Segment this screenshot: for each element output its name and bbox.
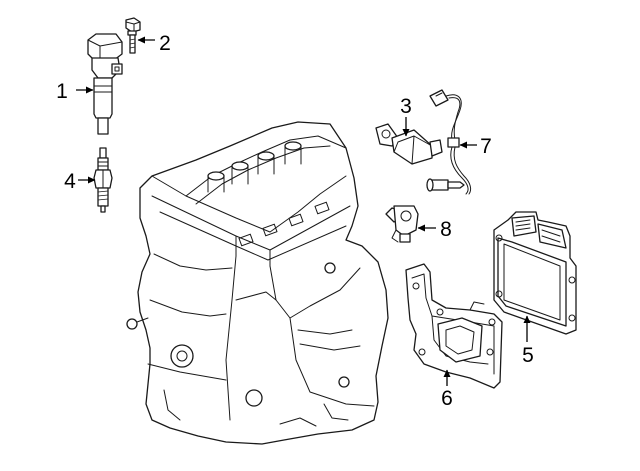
- camshaft-position-sensor: [375, 123, 443, 165]
- callout-numbers: 1 2 3 4 5 6 7 8: [56, 32, 534, 410]
- callout-4: 4: [64, 170, 76, 193]
- callout-8: 8: [440, 218, 452, 241]
- ecm-mounting-bracket: [405, 263, 503, 389]
- engine-control-module: [493, 211, 577, 335]
- callout-5: 5: [522, 344, 534, 367]
- callout-3: 3: [400, 95, 412, 118]
- callout-7: 7: [480, 135, 492, 158]
- ignition-coil: [87, 33, 123, 135]
- callout-6: 6: [441, 387, 453, 410]
- engine-block: [126, 121, 389, 445]
- spark-plug: [93, 147, 113, 213]
- valve-cover-wells: [207, 141, 302, 193]
- callout-2: 2: [159, 32, 171, 55]
- coil-bolt: [125, 17, 141, 54]
- callout-1: 1: [56, 80, 68, 103]
- manifold-ports: [238, 201, 330, 247]
- oxygen-sensor: [426, 89, 472, 195]
- callout-leaders: [76, 36, 531, 386]
- crankshaft-position-sensor: [385, 205, 419, 243]
